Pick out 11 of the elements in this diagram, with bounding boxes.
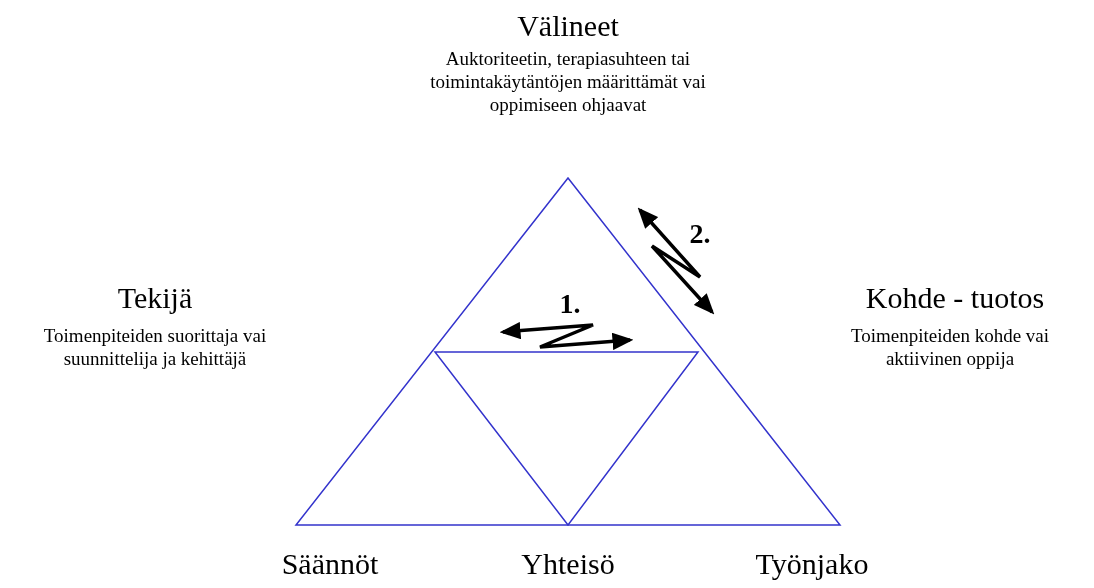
corner-description: Toimenpiteiden suorittaja vai suunnittelija ja kehittäjä: [42, 324, 268, 370]
step-number: 2.: [688, 218, 712, 250]
corner-heading: Välineet: [516, 8, 620, 44]
corner-description: Auktoriteetin, terapiasuhteen tai toimintakäytäntöjen määrittämät vai oppimiseen ohjaavat: [429, 47, 707, 116]
corner-description: Toimenpiteiden kohde vai aktiivinen oppija: [849, 324, 1051, 370]
step-number: 1.: [558, 288, 582, 320]
corner-heading: Tekijä: [116, 280, 194, 316]
corner-heading: Kohde - tuotos: [864, 280, 1046, 316]
corner-heading: Säännöt: [280, 546, 380, 582]
corner-heading: Yhteisö: [520, 546, 616, 582]
corner-heading: Työnjako: [754, 546, 870, 582]
